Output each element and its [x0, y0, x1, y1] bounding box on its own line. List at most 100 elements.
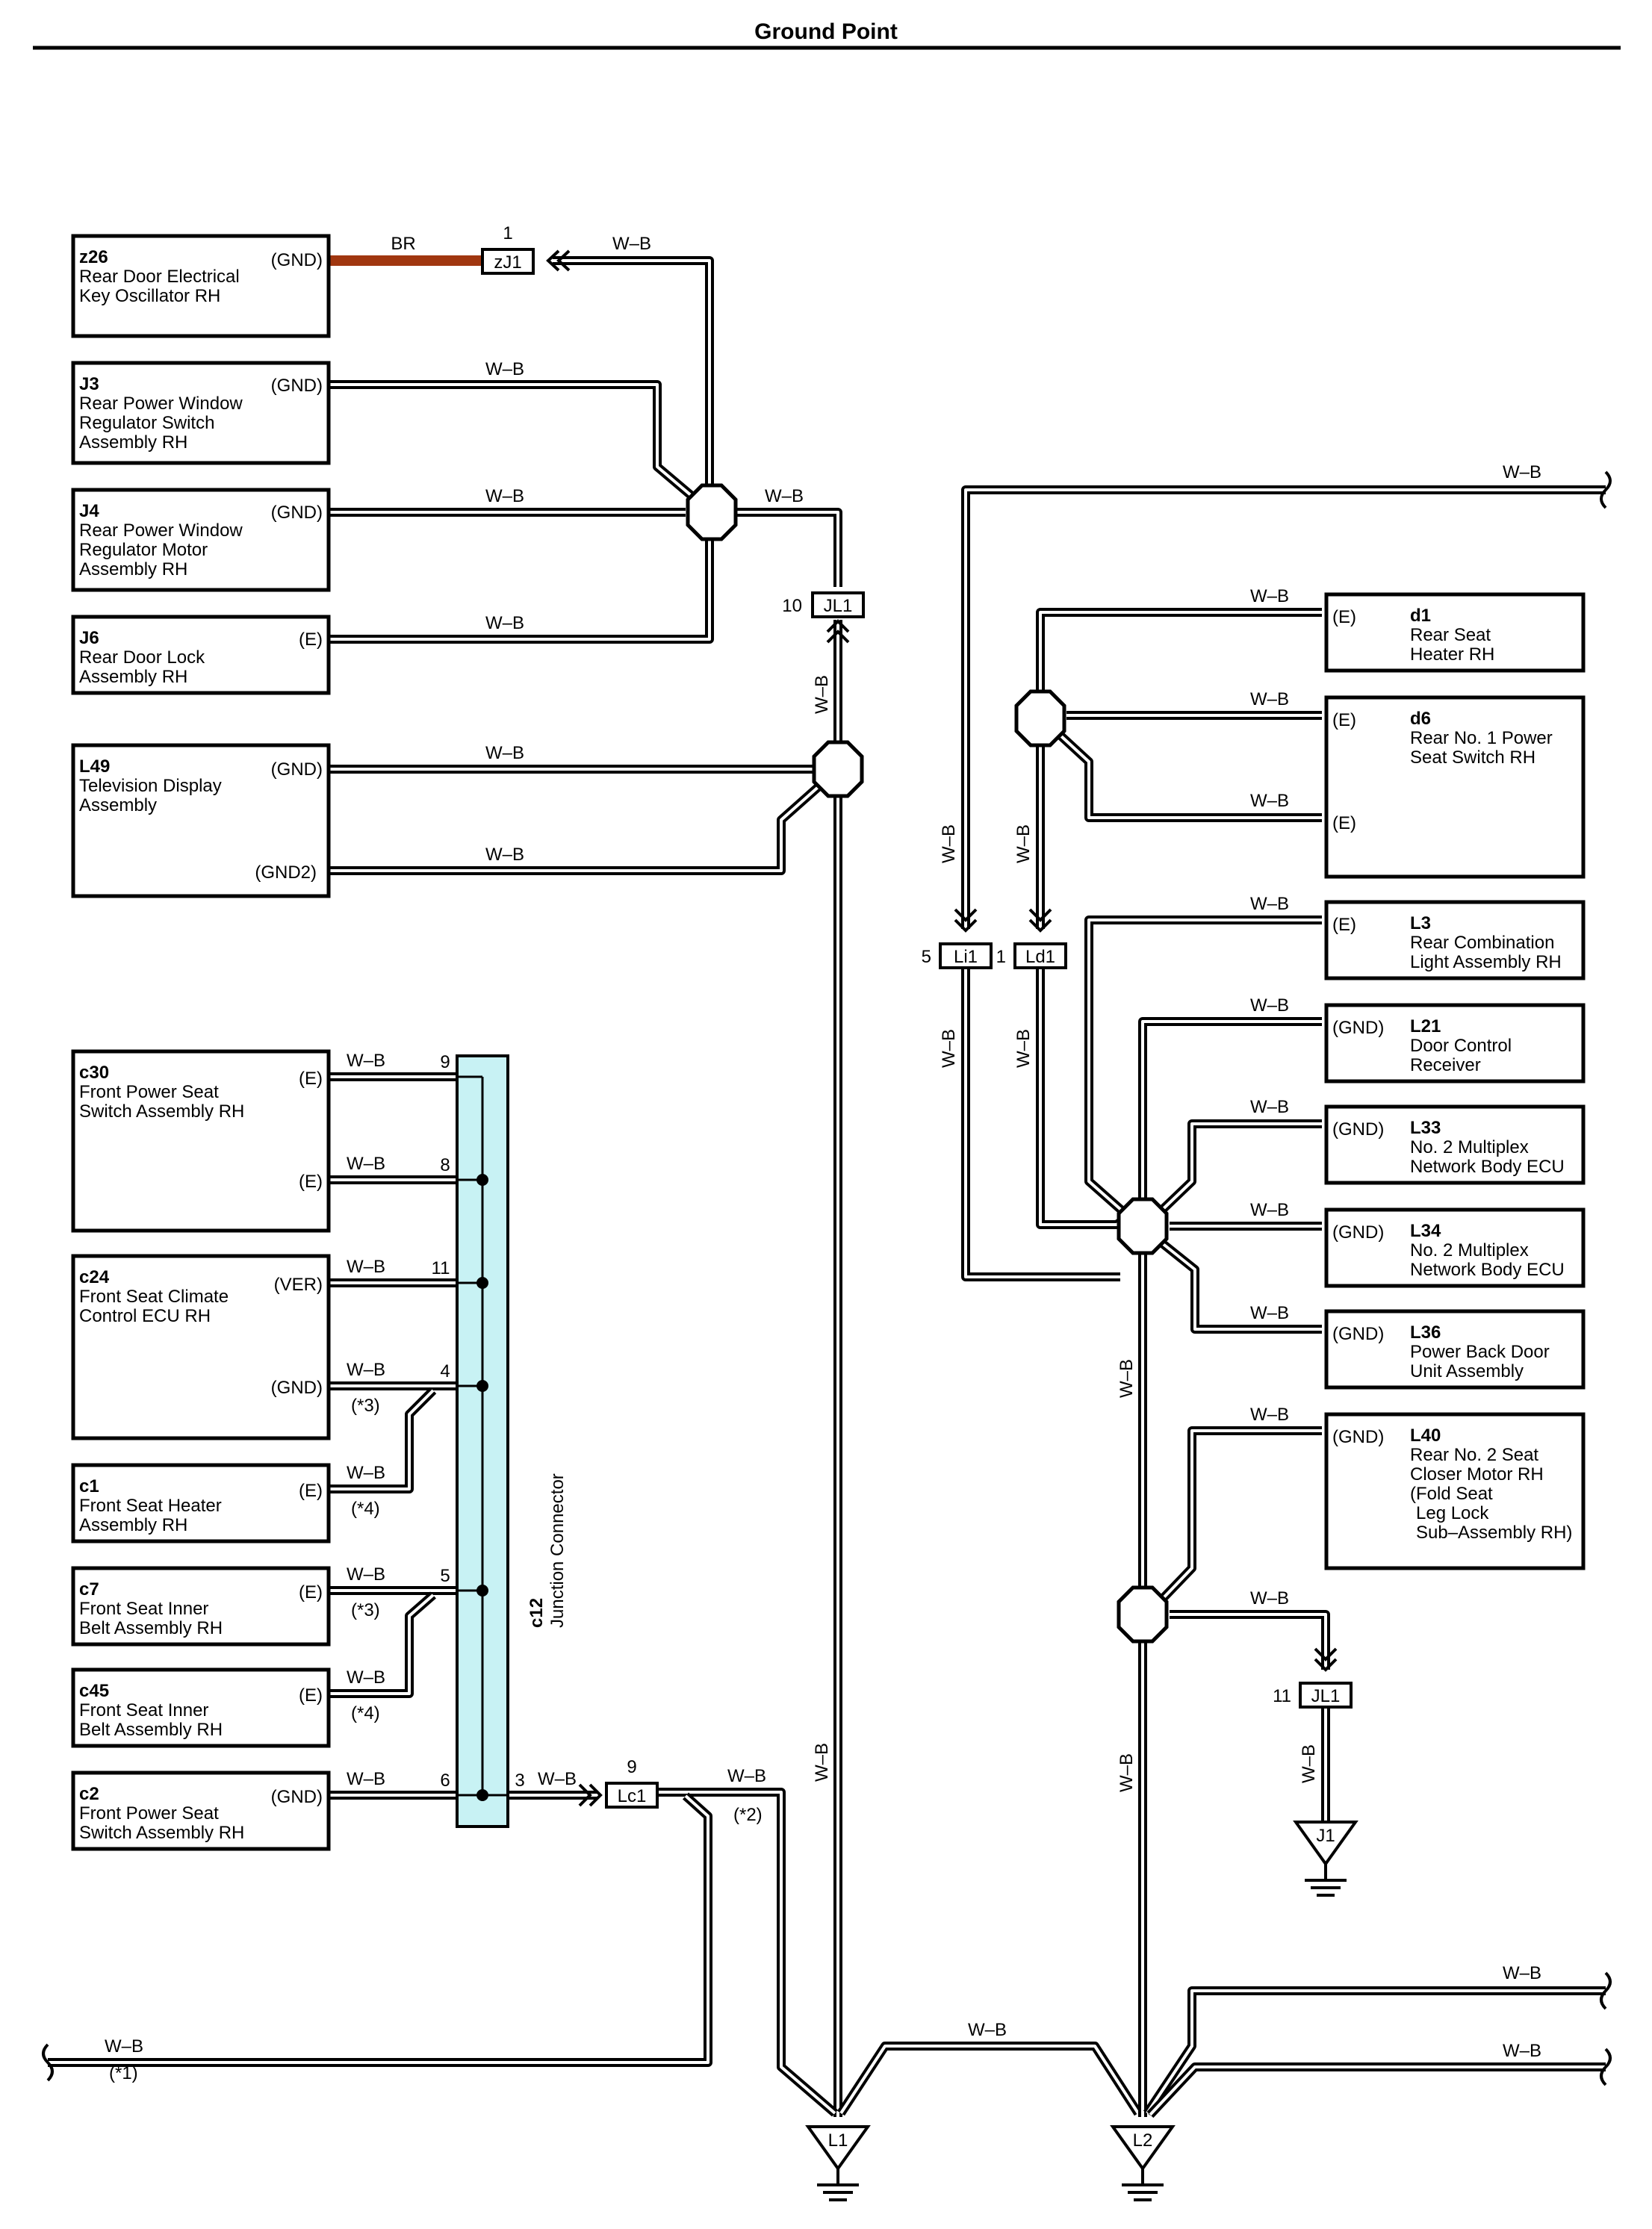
component-c24: c24 Front Seat Climate Control ECU RH (V…: [71, 1254, 331, 1440]
component-name: Network Body ECU: [1410, 1157, 1565, 1177]
wires: [48, 255, 1606, 2118]
component-pin: (E): [1332, 710, 1356, 730]
component-code: c7: [79, 1579, 99, 1600]
component-code: c1: [79, 1476, 99, 1496]
splice-dot: [476, 1585, 488, 1597]
connector-ld1: [1013, 942, 1067, 969]
component-pin: (E): [299, 1481, 323, 1501]
component-l40: (GND) L40 Rear No. 2 Seat Closer Motor R…: [1324, 1412, 1586, 1570]
component-pin: (GND): [1332, 1427, 1384, 1447]
component-code: c30: [79, 1063, 109, 1083]
ground-j1: J1: [1293, 1821, 1358, 1897]
component-c30: c30 Front Power Seat Switch Assembly RH …: [71, 1049, 331, 1233]
note-1: (*1): [109, 2063, 138, 2083]
component-name: No. 2 Multiplex: [1410, 1137, 1529, 1157]
component-c2: c2 Front Power Seat Switch Assembly RH (…: [71, 1771, 331, 1851]
wire-label: W–B: [1250, 1097, 1289, 1117]
component-code: J4: [79, 501, 99, 521]
arrow-zj1: [546, 249, 571, 272]
component-pin: (GND): [1332, 1018, 1384, 1038]
wire-label: W–B: [485, 743, 524, 763]
wire-label: W–B: [485, 845, 524, 865]
component-name: Receiver: [1410, 1055, 1481, 1075]
ground-label: L1: [828, 2130, 848, 2151]
component-pin: (GND): [271, 503, 323, 523]
component-pin: (VER): [274, 1275, 323, 1295]
component-code: L34: [1410, 1221, 1441, 1241]
connector-pin: 10: [782, 596, 802, 616]
component-pin: (E): [1332, 915, 1356, 935]
component-name: Power Back Door: [1410, 1342, 1550, 1362]
component-name: Belt Assembly RH: [79, 1720, 223, 1740]
component-name: Rear Power Window: [79, 520, 243, 541]
wire-label: W–B: [1250, 791, 1289, 811]
connector-label: zJ1: [494, 252, 521, 273]
wire-label: W–B: [347, 1463, 385, 1483]
component-pin: (GND2): [255, 862, 317, 883]
wire-label: W–B: [812, 675, 832, 714]
connector-label: JL1: [1311, 1686, 1341, 1706]
connector-label: Ld1: [1025, 947, 1055, 967]
component-code: c2: [79, 1784, 99, 1804]
component-c7: c7 Front Seat Inner Belt Assembly RH (E): [71, 1566, 331, 1647]
components-left: z26 Rear Door Electrical Key Oscillator …: [71, 234, 331, 1851]
wire-label: W–B: [1250, 1405, 1289, 1425]
component-code: L33: [1410, 1118, 1441, 1138]
note-2: (*2): [733, 1805, 763, 1825]
component-name: Front Seat Inner: [79, 1599, 208, 1619]
component-name: Rear No. 2 Seat: [1410, 1445, 1538, 1465]
component-pin: (GND): [271, 1378, 323, 1398]
component-code: c45: [79, 1681, 109, 1701]
splice-hub-2: [812, 740, 864, 798]
arrow-ld1: [1028, 908, 1052, 933]
wire-label: W–B: [727, 1766, 766, 1786]
wire-label: W–B: [1503, 462, 1541, 482]
splice-hub-3: [1014, 689, 1066, 747]
wire-label: W–B: [1503, 2041, 1541, 2061]
component-name: Front Power Seat: [79, 1803, 219, 1824]
connector-pin: 1: [503, 223, 512, 243]
wire-label: W–B: [1250, 586, 1289, 606]
wire-label: W–B: [1250, 1303, 1289, 1323]
component-name: Assembly RH: [79, 559, 187, 579]
wire-label: W–B: [1299, 1744, 1319, 1783]
component-pin: (GND): [1332, 1324, 1384, 1344]
break-left: [42, 2043, 54, 2082]
component-code: d6: [1410, 709, 1431, 729]
component-pin: (GND): [271, 250, 323, 270]
wire-label: W–B: [1117, 1359, 1137, 1398]
component-name: Rear Power Window: [79, 394, 243, 414]
wire-label: W–B: [347, 1564, 385, 1585]
component-z26: z26 Rear Door Electrical Key Oscillator …: [71, 234, 331, 338]
component-pin: (E): [299, 1172, 323, 1192]
wire-label: W–B: [939, 824, 959, 863]
component-name: Front Seat Heater: [79, 1496, 222, 1516]
component-l33: (GND) L33 No. 2 Multiplex Network Body E…: [1324, 1104, 1586, 1185]
jc-pin: 11: [432, 1258, 450, 1278]
component-pin: (GND): [1332, 1119, 1384, 1140]
connector-label: Lc1: [618, 1786, 647, 1806]
arrow-lc1: [578, 1783, 603, 1807]
component-name: Leg Lock: [1416, 1503, 1489, 1523]
component-name: Closer Motor RH: [1410, 1464, 1544, 1485]
jc-pin: 9: [440, 1052, 450, 1072]
connector-pin: 9: [627, 1757, 636, 1777]
wire-label: W–B: [105, 2036, 143, 2057]
splice-dot: [476, 1789, 488, 1801]
wire-label: W–B: [1503, 1963, 1541, 1983]
component-l3: (E) L3 Rear Combination Light Assembly R…: [1324, 900, 1586, 980]
component-pin: (GND): [271, 376, 323, 396]
component-code: L40: [1410, 1426, 1441, 1446]
wire-label: W–B: [765, 486, 804, 506]
page-title: Ground Point: [754, 19, 898, 44]
jc-name: Junction Connector: [547, 1473, 568, 1628]
connector-pin: 11: [1273, 1686, 1291, 1706]
component-l21: (GND) L21 Door Control Receiver: [1324, 1003, 1586, 1084]
wire-label: W–B: [1250, 689, 1289, 709]
component-pin: (E): [299, 1582, 323, 1602]
component-d1: (E) d1 Rear Seat Heater RH: [1324, 592, 1586, 673]
component-l49: L49 Television Display Assembly (GND) (G…: [71, 743, 331, 898]
wire-label: W–B: [538, 1769, 577, 1789]
wire-label: BR: [391, 234, 415, 254]
